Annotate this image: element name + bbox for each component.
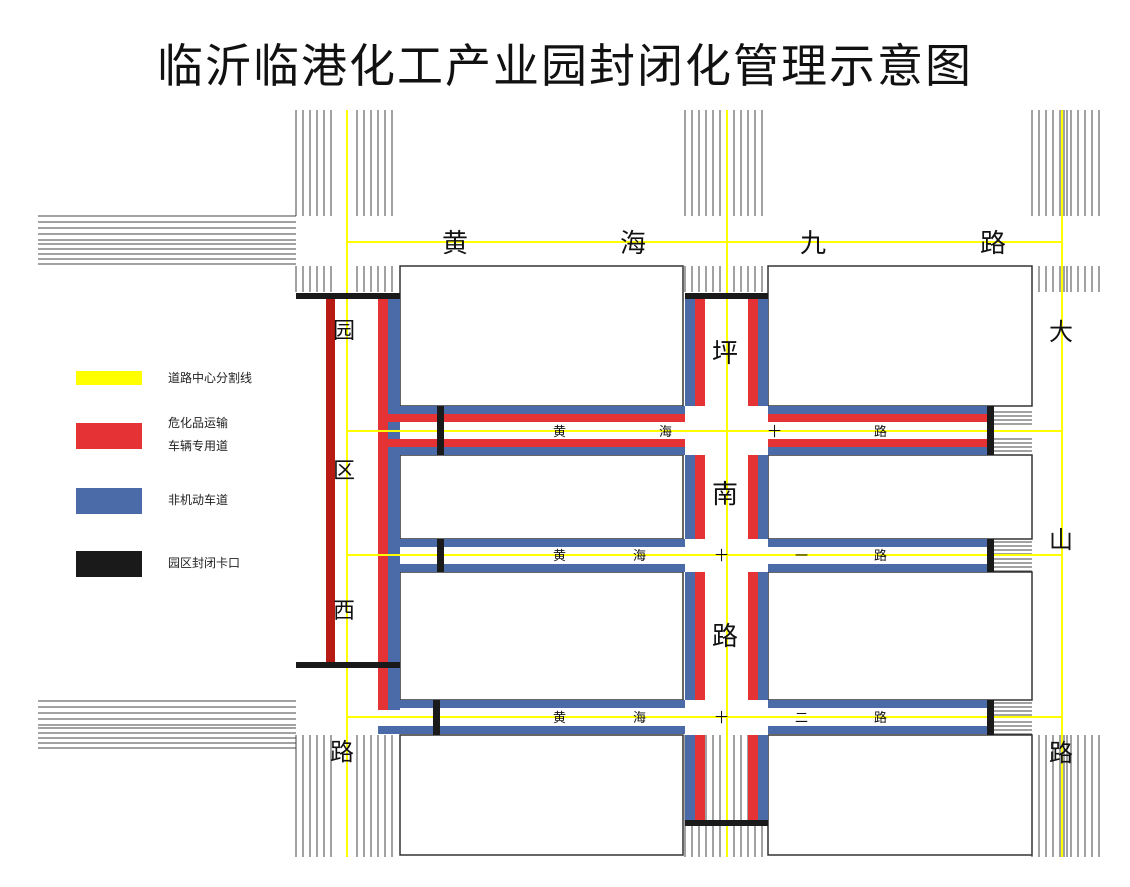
nonmotor-lane-h11-bot-e <box>768 564 990 572</box>
legend-label-centerline: 道路中心分割线 <box>168 371 253 385</box>
nonmotor-lane-h10-top-w <box>400 406 685 414</box>
label-h10-1: 黄 <box>553 425 566 440</box>
checkpoint-pn-top <box>685 293 768 299</box>
legend-swatch-nonmotor <box>76 488 142 514</box>
label-west-3: 西 <box>333 599 355 624</box>
label-h10-4: 路 <box>874 424 887 440</box>
road-labels: 黄 海 九 路 黄 海 十 路 黄 海 十 一 路 黄 海 十 二 路 园 区 … <box>330 229 1073 767</box>
nonmotor-lane-h11-top-w <box>400 539 685 547</box>
block-w3 <box>399 571 684 701</box>
hazmat-lane-h10-top-w <box>388 414 685 422</box>
checkpoint-h11-w <box>437 539 444 572</box>
block-w2 <box>399 454 684 540</box>
label-h11-5: 路 <box>874 548 887 564</box>
nonmotor-lane-h10-bot-e <box>768 447 990 455</box>
checkpoint-h12-w <box>433 700 440 735</box>
block-ne <box>767 265 1033 407</box>
hazmat-lane-h10-top-e <box>768 414 990 422</box>
nonmotor-lane-h11-bot-w <box>400 564 685 572</box>
label-ds-3: 路 <box>1049 739 1073 767</box>
label-h12-2: 海 <box>633 711 646 726</box>
checkpoint-h10-w <box>437 406 444 455</box>
label-h11-3: 十 <box>715 549 728 564</box>
nonmotor-lane-west <box>388 298 400 710</box>
label-pn-2: 南 <box>712 480 738 510</box>
legend-label-hazmat-2: 车辆专用道 <box>168 439 229 453</box>
label-ds-2: 山 <box>1049 526 1073 554</box>
legend-label-nonmotor: 非机动车道 <box>168 493 229 507</box>
checkpoints <box>296 293 994 826</box>
nonmotor-lane-h12-bot-e <box>768 726 990 734</box>
label-pn-3: 路 <box>712 622 738 652</box>
hazmat-lanes <box>378 298 990 823</box>
label-h9-1: 黄 <box>442 229 468 259</box>
page-title: 临沂临港化工产业园封闭化管理示意图 <box>157 39 973 93</box>
label-h9-4: 路 <box>980 229 1006 259</box>
block-se <box>767 734 1033 856</box>
block-e3 <box>767 571 1033 701</box>
block-nw <box>399 265 684 407</box>
checkpoint-h12-e <box>987 700 994 735</box>
hazmat-lane-h10-bot-e <box>768 439 990 447</box>
checkpoint-west-bottom <box>296 662 400 668</box>
checkpoint-h10-e <box>987 406 994 455</box>
label-h9-2: 海 <box>620 229 646 259</box>
nonmotor-lane-h12-bot-w <box>438 726 685 734</box>
label-h11-1: 黄 <box>553 549 566 564</box>
nonmotor-lane-h10-top-e <box>768 406 990 414</box>
label-h11-2: 海 <box>633 549 646 564</box>
legend-swatch-checkpoint <box>76 551 142 577</box>
horizontal-road-lines <box>38 215 1032 749</box>
checkpoint-pn-bottom <box>685 820 768 826</box>
centerlines <box>346 110 1063 857</box>
label-h10-3: 十 <box>768 425 781 440</box>
nonmotor-lane-h11-top-e <box>768 539 990 547</box>
label-west-1: 园 <box>333 319 355 344</box>
label-h12-5: 路 <box>874 710 887 726</box>
label-pn-1: 坪 <box>712 339 738 369</box>
label-h12-1: 黄 <box>553 711 566 726</box>
nonmotor-lane-h12-top-e <box>768 700 990 708</box>
block-sw <box>399 734 684 856</box>
label-h11-4: 一 <box>795 549 808 564</box>
hazmat-lane-west <box>378 298 388 710</box>
label-ds-1: 大 <box>1049 318 1073 346</box>
label-west-4: 路 <box>330 738 354 766</box>
hazmat-lane-h10-bot-w <box>388 439 685 447</box>
checkpoint-h11-e <box>987 539 994 572</box>
legend-label-hazmat-1: 危化品运输 <box>168 416 229 430</box>
block-e2 <box>767 454 1033 540</box>
checkpoint-west-top <box>296 293 400 299</box>
legend-swatch-hazmat <box>76 423 142 449</box>
legend-swatch-centerline <box>76 371 142 385</box>
nonmotor-lanes <box>378 298 990 823</box>
west-bar <box>326 298 335 664</box>
label-west-2: 区 <box>333 459 355 484</box>
label-h12-4: 二 <box>795 711 808 726</box>
label-h10-2: 海 <box>659 425 672 440</box>
label-h9-3: 九 <box>800 229 826 259</box>
label-h12-3: 十 <box>715 711 728 726</box>
nonmotor-lane-h10-bot-w <box>400 447 685 455</box>
legend-label-checkpoint: 园区封闭卡口 <box>168 556 241 570</box>
nonmotor-lane-h12-top-w <box>400 700 685 708</box>
nonmotor-lane-west-bottom <box>378 726 438 734</box>
